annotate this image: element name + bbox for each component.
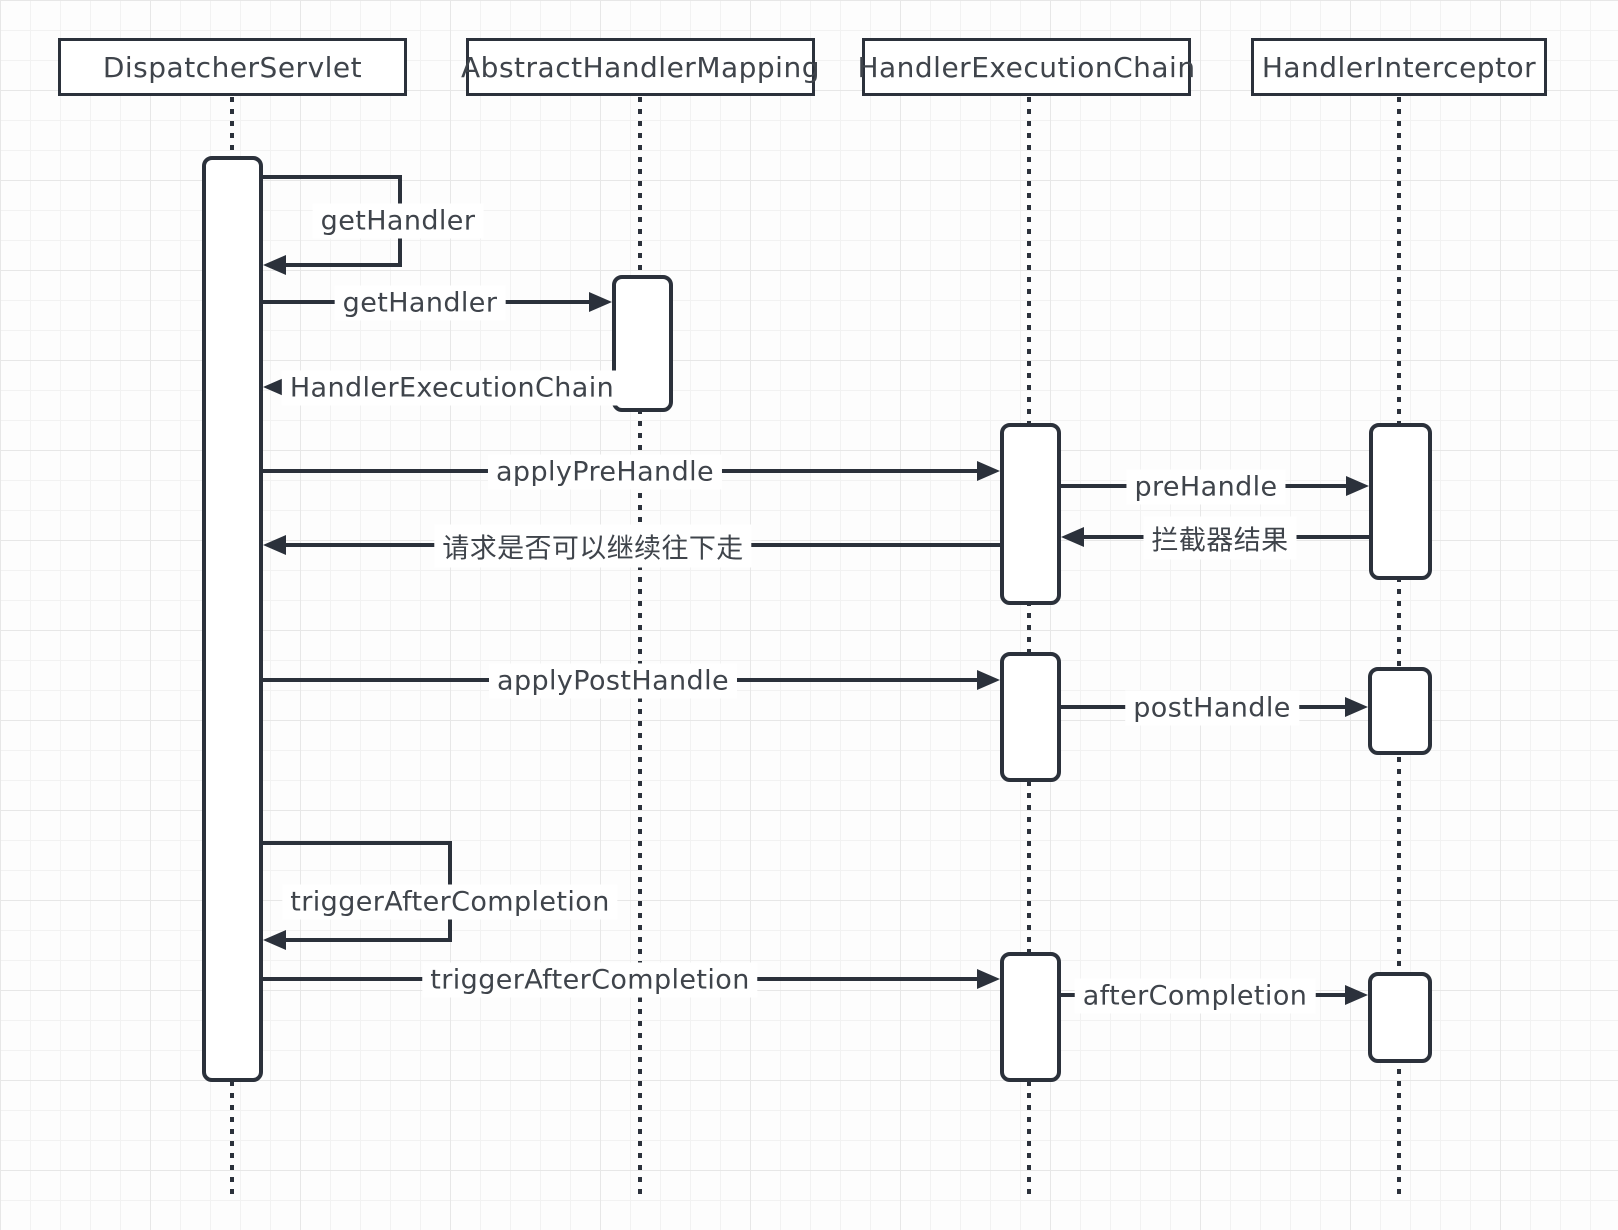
- message-label: triggerAfterCompletion: [282, 884, 618, 920]
- arrow-right-icon: [977, 969, 1000, 989]
- activation-dispatcher-servlet: [202, 156, 263, 1082]
- arrow-right-icon: [1345, 697, 1368, 717]
- participant-label: AbstractHandlerMapping: [461, 50, 820, 84]
- self-loop-bottom: [285, 263, 402, 267]
- self-loop-top: [263, 841, 452, 845]
- message-label: 拦截器结果: [1143, 516, 1297, 560]
- activation-handler-interceptor-3: [1368, 972, 1432, 1063]
- message-label: triggerAfterCompletion: [422, 962, 758, 998]
- arrow-left-icon: [263, 535, 286, 555]
- lifeline-abstract-handler-mapping: [638, 97, 642, 1200]
- activation-handler-interceptor-1: [1369, 423, 1432, 580]
- message-label: afterCompletion: [1074, 978, 1316, 1014]
- message-label: applyPreHandle: [487, 454, 723, 490]
- participant-header-handler-execution-chain: HandlerExecutionChain: [857, 38, 1195, 96]
- activation-handler-interceptor-2: [1368, 667, 1432, 755]
- arrow-left-icon: [263, 377, 286, 397]
- participant-label: DispatcherServlet: [102, 50, 363, 84]
- arrow-left-icon: [263, 255, 286, 275]
- message-label: 请求是否可以继续往下走: [434, 524, 752, 568]
- message-label: getHandler: [312, 203, 484, 239]
- arrow-right-icon: [977, 670, 1000, 690]
- message-label: getHandler: [334, 285, 506, 321]
- lifeline-handler-interceptor: [1397, 97, 1401, 1200]
- self-loop-top: [263, 175, 402, 179]
- arrow-left-icon: [263, 930, 286, 950]
- participant-label: HandlerInterceptor: [1261, 50, 1537, 84]
- message-label: applyPostHandle: [488, 663, 738, 699]
- arrow-left-icon: [1061, 527, 1084, 547]
- participant-header-handler-interceptor: HandlerInterceptor: [1251, 38, 1547, 96]
- arrow-right-icon: [977, 461, 1000, 481]
- arrow-right-icon: [589, 292, 612, 312]
- message-label: postHandle: [1125, 690, 1299, 726]
- self-loop-bottom: [285, 938, 452, 942]
- participant-header-abstract-handler-mapping: AbstractHandlerMapping: [461, 38, 819, 96]
- participant-header-dispatcher-servlet: DispatcherServlet: [58, 38, 407, 96]
- message-label: preHandle: [1126, 469, 1286, 505]
- participant-label: HandlerExecutionChain: [857, 50, 1196, 84]
- activation-handler-execution-chain-1: [1000, 423, 1061, 605]
- lifeline-handler-execution-chain: [1027, 97, 1031, 1200]
- arrow-right-icon: [1346, 476, 1369, 496]
- message-label: HandlerExecutionChain: [281, 370, 623, 406]
- arrow-right-icon: [1345, 985, 1368, 1005]
- activation-handler-execution-chain-3: [1000, 952, 1061, 1082]
- activation-handler-execution-chain-2: [1000, 652, 1061, 782]
